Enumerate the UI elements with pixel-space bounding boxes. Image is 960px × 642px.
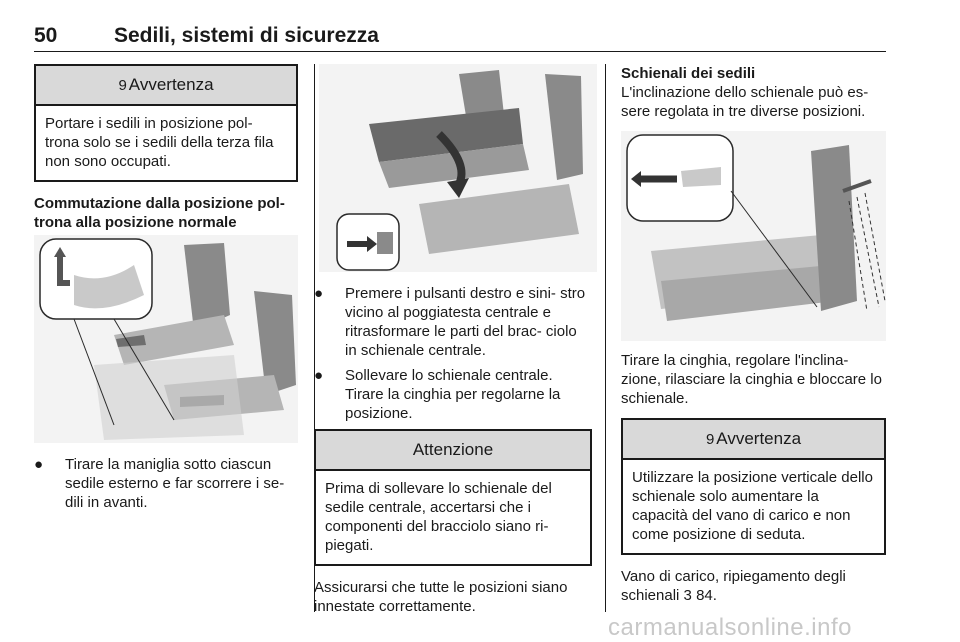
column-divider bbox=[605, 64, 606, 612]
list-item: ●Tirare la maniglia sotto ciascun sedile… bbox=[34, 456, 285, 511]
warning-icon: 9 bbox=[118, 76, 127, 94]
warning-box: 9 Avvertenza Utilizzare la posizione ver… bbox=[621, 418, 886, 555]
warning-text: Portare i sedili in posizione pol- trona… bbox=[45, 115, 274, 170]
column-3: Schienali dei sedili L'inclinazione dell… bbox=[621, 64, 886, 605]
reference-arrow-icon: 3 bbox=[683, 587, 692, 604]
seat-slide-illustration bbox=[34, 235, 298, 443]
instruction-list: ●Premere i pulsanti destro e sini- stro … bbox=[314, 284, 592, 423]
column-divider bbox=[314, 64, 315, 612]
page-header: 50 Sedili, sistemi di sicurezza bbox=[34, 22, 886, 52]
section-heading: Commutazione dalla posizione pol- trona … bbox=[34, 195, 285, 231]
chapter-title: Sedili, sistemi di sicurezza bbox=[114, 24, 379, 47]
list-item: ●Premere i pulsanti destro e sini- stro … bbox=[314, 285, 586, 359]
warning-header: 9 Avvertenza bbox=[623, 420, 884, 460]
instruction-list: ●Tirare la maniglia sotto ciascun sedile… bbox=[34, 455, 298, 512]
warning-text: Utilizzare la posizione verticale dello … bbox=[632, 469, 873, 543]
warning-icon: 9 bbox=[705, 430, 715, 448]
backrest-illustration bbox=[621, 131, 886, 341]
closing-paragraph: Assicurarsi che tutte le posizioni siano… bbox=[314, 579, 568, 615]
intro-paragraph: L'inclinazione dello schienale può es- s… bbox=[621, 84, 869, 120]
warning-header: 9 Avvertenza bbox=[36, 66, 296, 106]
caution-header: Attenzione bbox=[316, 431, 590, 471]
list-item: ●Sollevare lo schienale centrale. Tirare… bbox=[314, 367, 561, 422]
warning-title: Avvertenza bbox=[128, 75, 214, 94]
caution-title: Attenzione bbox=[412, 440, 494, 459]
caution-box: Attenzione Prima di sollevare lo schiena… bbox=[314, 429, 592, 566]
section-heading: Schienali dei sedili bbox=[621, 65, 756, 82]
reference-page-link[interactable]: 84. bbox=[696, 587, 717, 604]
page-number: 50 bbox=[34, 24, 58, 47]
column-1: 9 Avvertenza Portare i sedili in posizio… bbox=[34, 64, 298, 518]
column-2: ●Premere i pulsanti destro e sini- stro … bbox=[314, 64, 597, 616]
instruction-paragraph: Tirare la cinghia, regolare l'inclina- z… bbox=[621, 352, 882, 407]
caution-text: Prima di sollevare lo schienale del sedi… bbox=[325, 480, 552, 554]
cross-reference: Vano di carico, ripiegamento degli schie… bbox=[621, 568, 846, 604]
watermark: carmanualsonline.info bbox=[608, 614, 852, 641]
armrest-illustration bbox=[319, 64, 597, 272]
warning-title: Avvertenza bbox=[716, 429, 802, 448]
warning-box: 9 Avvertenza Portare i sedili in posizio… bbox=[34, 64, 298, 182]
